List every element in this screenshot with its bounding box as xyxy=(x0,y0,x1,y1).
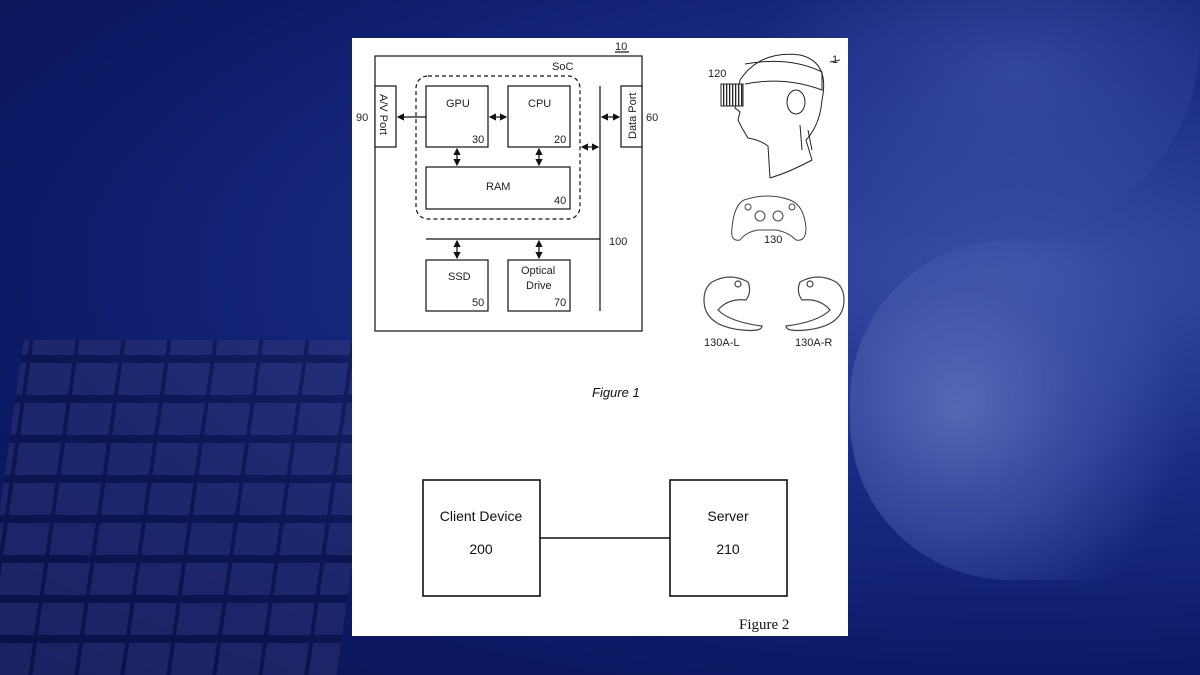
optical-ref: 70 xyxy=(554,297,566,309)
cpu-box xyxy=(507,85,571,148)
optical-drive-box xyxy=(507,259,571,312)
controller-left-ref: 130A-L xyxy=(704,337,739,349)
client-device-label: Client Device xyxy=(440,508,523,524)
av-port-box xyxy=(374,85,397,148)
gpu-label: GPU xyxy=(446,98,470,110)
cpu-label: CPU xyxy=(528,98,551,110)
ref-10: 10 xyxy=(615,41,627,53)
ram-ref: 40 xyxy=(554,195,566,207)
controller-right-ref: 130A-R xyxy=(795,337,832,349)
ram-label: RAM xyxy=(486,181,510,193)
av-port-ref: 90 xyxy=(356,112,368,124)
controller-ref: 130 xyxy=(764,234,782,246)
vr-controllers-illustration xyxy=(703,276,845,332)
system-box xyxy=(374,55,643,332)
ssd-ref: 50 xyxy=(472,297,484,309)
gamepad-illustration xyxy=(731,195,807,241)
ssd-box xyxy=(425,259,489,312)
server-ref: 210 xyxy=(716,541,740,557)
data-port-ref: 60 xyxy=(646,112,658,124)
gpu-box xyxy=(425,85,489,148)
bus-ref: 100 xyxy=(609,236,627,248)
ram-box xyxy=(425,166,571,210)
client-device-box xyxy=(422,479,541,597)
figure-2-caption: Figure 2 xyxy=(739,617,789,633)
optical-label-1: Optical xyxy=(521,265,555,277)
gpu-ref: 30 xyxy=(472,134,484,146)
hmd-visor xyxy=(721,84,743,106)
background-gamepad xyxy=(850,240,1200,580)
data-port-label: Data Port xyxy=(627,93,639,139)
user-ref: 1 xyxy=(832,54,838,66)
cpu-ref: 20 xyxy=(554,134,566,146)
av-port-label: A/V Port xyxy=(377,94,389,135)
server-box xyxy=(669,479,788,597)
figure-1-caption: Figure 1 xyxy=(592,385,640,400)
soc-box xyxy=(415,75,581,220)
server-label: Server xyxy=(707,508,749,524)
user-hmd-illustration xyxy=(734,53,841,179)
ssd-label: SSD xyxy=(448,271,471,283)
hmd-ref: 120 xyxy=(708,68,726,80)
data-port-box xyxy=(620,85,643,148)
optical-label-2: Drive xyxy=(526,280,552,292)
client-device-ref: 200 xyxy=(469,541,493,557)
hmd-outline xyxy=(720,83,744,107)
soc-label: SoC xyxy=(552,61,573,73)
